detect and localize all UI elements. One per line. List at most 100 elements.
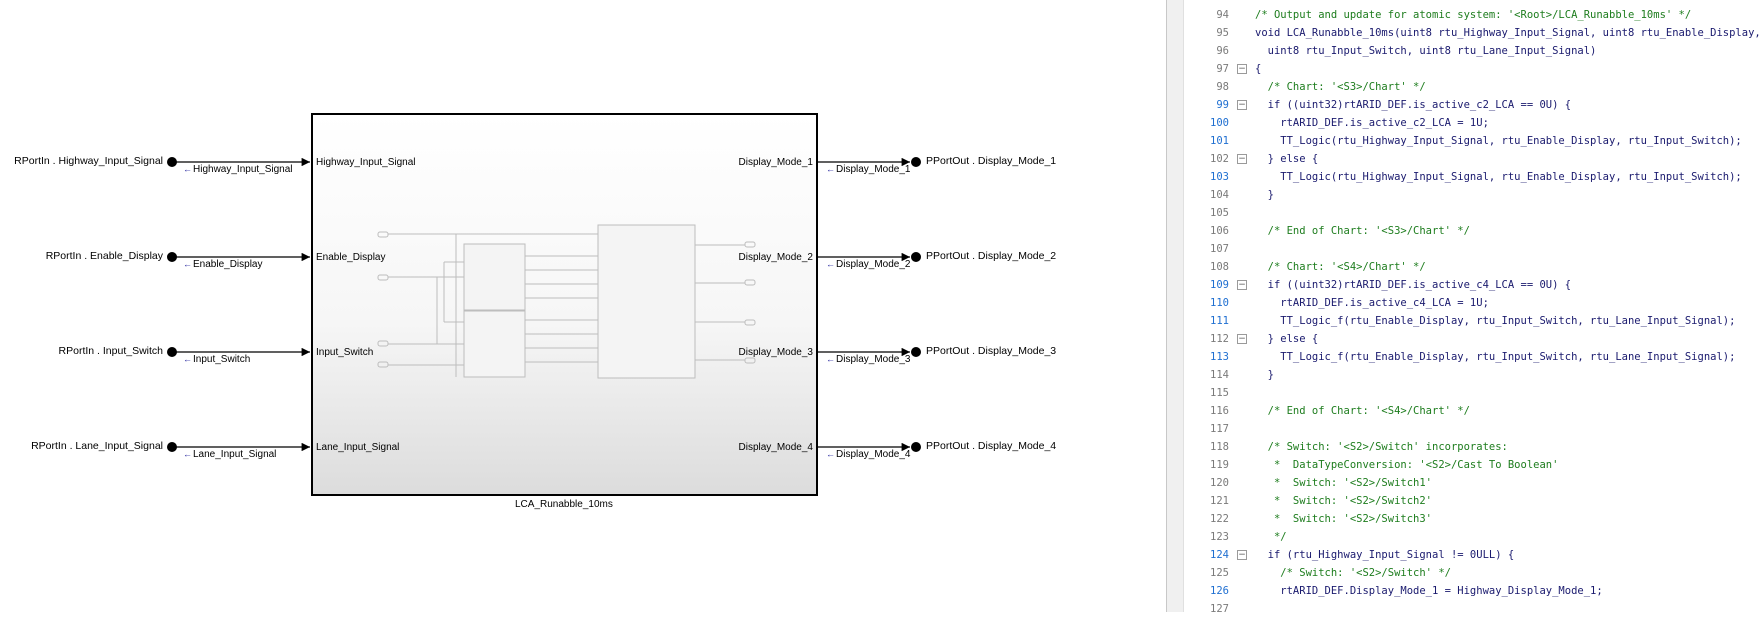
signal-tag: Lane_Input_Signal bbox=[183, 449, 276, 460]
line-number: 105 bbox=[1210, 207, 1229, 219]
input-port-dots[interactable] bbox=[167, 157, 177, 452]
code-text: TT_Logic(rtu_Highway_Input_Signal, rtu_E… bbox=[1255, 135, 1742, 147]
code-line[interactable]: 118 /* Switch: '<S2>/Switch' incorporate… bbox=[1183, 438, 1727, 456]
code-text: rtARID_DEF.Display_Mode_1 = Highway_Disp… bbox=[1255, 585, 1603, 597]
code-line[interactable]: 127 bbox=[1183, 600, 1727, 618]
code-text: */ bbox=[1255, 531, 1287, 543]
line-number: 120 bbox=[1210, 477, 1229, 489]
subsystem-preview bbox=[377, 224, 756, 379]
code-text: /* Chart: '<S3>/Chart' */ bbox=[1255, 81, 1426, 93]
line-number: 95 bbox=[1216, 27, 1229, 39]
subsystem-block[interactable] bbox=[311, 113, 818, 496]
outport-label[interactable]: PPortOut . Display_Mode_4 bbox=[926, 440, 1057, 452]
code-text: void LCA_Runabble_10ms(uint8 rtu_Highway… bbox=[1255, 27, 1761, 39]
output-port-dots[interactable] bbox=[911, 157, 921, 452]
outport-label[interactable]: PPortOut . Display_Mode_3 bbox=[926, 345, 1057, 357]
code-line[interactable]: 110 rtARID_DEF.is_active_c4_LCA = 1U; bbox=[1183, 294, 1727, 312]
line-number[interactable]: 111 bbox=[1210, 315, 1229, 327]
line-number[interactable]: 110 bbox=[1210, 297, 1229, 309]
code-line[interactable]: 114 } bbox=[1183, 366, 1727, 384]
code-line[interactable]: 101 TT_Logic(rtu_Highway_Input_Signal, r… bbox=[1183, 132, 1742, 150]
fold-toggle-icon[interactable]: − bbox=[1237, 100, 1247, 110]
code-text: rtARID_DEF.is_active_c2_LCA = 1U; bbox=[1255, 117, 1489, 129]
code-text: * Switch: '<S2>/Switch3' bbox=[1255, 513, 1433, 525]
fold-toggle-icon[interactable]: − bbox=[1237, 64, 1247, 74]
line-number: 94 bbox=[1216, 9, 1229, 21]
line-number: 127 bbox=[1210, 603, 1229, 615]
code-line[interactable]: 125 /* Switch: '<S2>/Switch' */ bbox=[1183, 564, 1727, 582]
line-number[interactable]: 100 bbox=[1210, 117, 1229, 129]
code-line[interactable]: 103 TT_Logic(rtu_Highway_Input_Signal, r… bbox=[1183, 168, 1742, 186]
code-line[interactable]: 113 TT_Logic_f(rtu_Enable_Display, rtu_I… bbox=[1183, 348, 1735, 366]
line-number[interactable]: 99 bbox=[1216, 99, 1229, 111]
code-text: } else { bbox=[1255, 333, 1319, 345]
code-line[interactable]: 97−{ bbox=[1183, 60, 1727, 78]
line-number: 123 bbox=[1210, 531, 1229, 543]
line-number[interactable]: 109 bbox=[1210, 279, 1229, 291]
code-line[interactable]: 98 /* Chart: '<S3>/Chart' */ bbox=[1183, 78, 1727, 96]
code-line[interactable]: 111 TT_Logic_f(rtu_Enable_Display, rtu_I… bbox=[1183, 312, 1735, 330]
line-number[interactable]: 101 bbox=[1210, 135, 1229, 147]
code-text: } bbox=[1255, 369, 1274, 381]
code-text: /* End of Chart: '<S4>/Chart' */ bbox=[1255, 405, 1470, 417]
code-line[interactable]: 104 } bbox=[1183, 186, 1727, 204]
code-line[interactable]: 115 bbox=[1183, 384, 1727, 402]
line-number: 107 bbox=[1210, 243, 1229, 255]
line-number: 121 bbox=[1210, 495, 1229, 507]
code-line[interactable]: 126 rtARID_DEF.Display_Mode_1 = Highway_… bbox=[1183, 582, 1727, 600]
code-line[interactable]: 112− } else { bbox=[1183, 330, 1727, 348]
inport-label[interactable]: RPortIn . Enable_Display bbox=[45, 250, 163, 262]
line-number: 106 bbox=[1210, 225, 1229, 237]
signal-tag: Display_Mode_2 bbox=[826, 259, 911, 270]
code-line[interactable]: 102− } else { bbox=[1183, 150, 1727, 168]
code-line[interactable]: 99− if ((uint32)rtARID_DEF.is_active_c2_… bbox=[1183, 96, 1727, 114]
editor-gutter bbox=[1167, 0, 1184, 612]
output-signal-lines[interactable] bbox=[817, 157, 910, 452]
fold-toggle-icon[interactable]: − bbox=[1237, 334, 1247, 344]
code-line[interactable]: 121 * Switch: '<S2>/Switch2' bbox=[1183, 492, 1727, 510]
signal-tag: Input_Switch bbox=[183, 354, 250, 365]
simulink-canvas[interactable]: RPortIn . Highway_Input_Signal RPortIn .… bbox=[0, 0, 1166, 612]
line-number[interactable]: 126 bbox=[1210, 585, 1229, 597]
line-number: 117 bbox=[1210, 423, 1229, 435]
code-line[interactable]: 108 /* Chart: '<S4>/Chart' */ bbox=[1183, 258, 1727, 276]
code-line[interactable]: 109− if ((uint32)rtARID_DEF.is_active_c4… bbox=[1183, 276, 1727, 294]
outport-label[interactable]: PPortOut . Display_Mode_2 bbox=[926, 250, 1057, 262]
inport-label[interactable]: RPortIn . Highway_Input_Signal bbox=[14, 155, 163, 167]
code-line[interactable]: 119 * DataTypeConversion: '<S2>/Cast To … bbox=[1183, 456, 1727, 474]
code-line[interactable]: 95 void LCA_Runabble_10ms(uint8 rtu_Highw… bbox=[1183, 24, 1760, 42]
line-number: 108 bbox=[1210, 261, 1229, 273]
code-line[interactable]: 96 uint8 rtu_Input_Switch, uint8 rtu_Lan… bbox=[1183, 42, 1727, 60]
input-signal-lines[interactable] bbox=[172, 157, 310, 452]
code-line[interactable]: 123 */ bbox=[1183, 528, 1727, 546]
inport-label[interactable]: RPortIn . Lane_Input_Signal bbox=[31, 440, 163, 452]
fold-toggle-icon[interactable]: − bbox=[1237, 280, 1247, 290]
code-editor[interactable]: 94 /* Output and update for atomic system… bbox=[1167, 0, 1761, 615]
line-number[interactable]: 113 bbox=[1210, 351, 1229, 363]
code-line[interactable]: 116 /* End of Chart: '<S4>/Chart' */ bbox=[1183, 402, 1727, 420]
code-line[interactable]: 106 /* End of Chart: '<S3>/Chart' */ bbox=[1183, 222, 1727, 240]
outport-label[interactable]: PPortOut . Display_Mode_1 bbox=[926, 155, 1057, 167]
fold-toggle-icon[interactable]: − bbox=[1237, 550, 1247, 560]
code-text: /* Output and update for atomic system: … bbox=[1255, 9, 1692, 21]
code-text: /* Chart: '<S4>/Chart' */ bbox=[1255, 261, 1426, 273]
code-line[interactable]: 122 * Switch: '<S2>/Switch3' bbox=[1183, 510, 1727, 528]
code-text: TT_Logic_f(rtu_Enable_Display, rtu_Input… bbox=[1255, 351, 1736, 363]
code-line[interactable]: 107 bbox=[1183, 240, 1727, 258]
signal-tag: Display_Mode_3 bbox=[826, 354, 911, 365]
inport-label[interactable]: RPortIn . Input_Switch bbox=[58, 345, 163, 357]
code-line[interactable]: 117 bbox=[1183, 420, 1727, 438]
fold-toggle-icon[interactable]: − bbox=[1237, 154, 1247, 164]
code-line[interactable]: 94 /* Output and update for atomic system… bbox=[1183, 6, 1727, 24]
code-line[interactable]: 100 rtARID_DEF.is_active_c2_LCA = 1U; bbox=[1183, 114, 1727, 132]
pane-divider[interactable] bbox=[1166, 0, 1167, 612]
code-line[interactable]: 124− if (rtu_Highway_Input_Signal != 0UL… bbox=[1183, 546, 1727, 564]
code-line[interactable]: 120 * Switch: '<S2>/Switch1' bbox=[1183, 474, 1727, 492]
line-number: 118 bbox=[1210, 441, 1229, 453]
line-number[interactable]: 124 bbox=[1210, 549, 1229, 561]
block-name-label[interactable]: LCA_Runabble_10ms bbox=[515, 499, 613, 510]
block-outport-label: Display_Mode_4 bbox=[738, 442, 814, 453]
line-number[interactable]: 103 bbox=[1210, 171, 1229, 183]
code-line[interactable]: 105 bbox=[1183, 204, 1727, 222]
code-text: TT_Logic(rtu_Highway_Input_Signal, rtu_E… bbox=[1255, 171, 1742, 183]
